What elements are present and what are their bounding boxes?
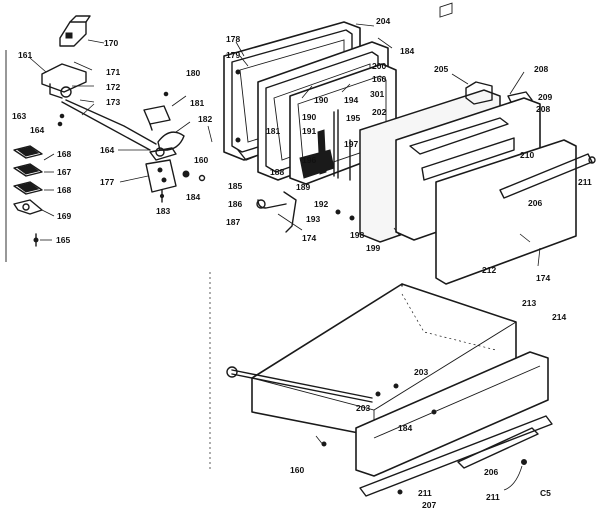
- part-167-switch: [13, 163, 43, 177]
- callout-164b: 164: [100, 145, 114, 155]
- callout-167: 167: [57, 167, 71, 177]
- part-161-latch-bracket: [29, 57, 93, 99]
- callout-213: 213: [522, 298, 536, 308]
- callout-178: 178: [226, 34, 240, 44]
- callout-214: 214: [552, 312, 566, 322]
- callout-190b: 190: [302, 112, 316, 122]
- callout-211c: 211: [486, 492, 500, 502]
- callout-202: 202: [372, 107, 386, 117]
- callout-179: 179: [226, 50, 240, 60]
- callout-172: 172: [106, 82, 120, 92]
- callout-181: 181: [190, 98, 204, 108]
- drawer-assembly-group: [209, 272, 553, 497]
- callout-184c: 184: [398, 423, 412, 433]
- callout-c5: C5: [540, 488, 551, 498]
- callout-208b: 208: [536, 104, 550, 114]
- callout-203b: 203: [356, 403, 370, 413]
- callout-163: 163: [12, 111, 26, 121]
- callout-168b: 168: [57, 185, 71, 195]
- callout-171: 171: [106, 67, 120, 77]
- callout-174a: 174: [302, 233, 316, 243]
- callout-207: 207: [422, 500, 436, 510]
- part-207-bottom-trim: [359, 415, 553, 497]
- callout-169: 169: [57, 211, 71, 221]
- part-160-nut: [182, 170, 206, 182]
- callout-182: 182: [198, 114, 212, 124]
- callout-191: 191: [302, 126, 316, 136]
- callout-183: 183: [156, 206, 170, 216]
- part-211-screw: [503, 459, 527, 491]
- callout-203a: 203: [414, 367, 428, 377]
- part-184-clip: [431, 409, 437, 415]
- callout-160b: 160: [372, 74, 386, 84]
- callout-196: 196: [302, 155, 316, 165]
- left-hardware-group: [5, 15, 206, 262]
- callout-168a: 168: [57, 149, 71, 159]
- callout-205: 205: [434, 64, 448, 74]
- part-195-spring: [333, 109, 351, 181]
- callout-labels: 170 161 171 172 173 163 164 168 167 168 …: [12, 16, 592, 510]
- part-193-screw: [335, 209, 355, 221]
- door-assembly-group: [223, 2, 596, 285]
- callout-164a: 164: [30, 125, 44, 135]
- callout-192: 192: [314, 199, 328, 209]
- callout-209: 209: [538, 92, 552, 102]
- part-169-switch: [13, 199, 43, 215]
- callout-195: 195: [346, 113, 360, 123]
- part-203-screws: [375, 383, 399, 397]
- part-212-door-panel: [435, 139, 577, 285]
- part-181-cam: [157, 131, 185, 151]
- part-187-hinge: [256, 191, 303, 233]
- part-168b-switch: [13, 181, 43, 195]
- callout-301: 301: [370, 89, 384, 99]
- part-183-screw: [159, 189, 165, 203]
- part-206-drawer-handle: [457, 427, 539, 469]
- callout-174b: 174: [536, 273, 550, 283]
- part-214-drawer-front: [355, 351, 549, 477]
- callout-186: 186: [228, 199, 242, 209]
- callout-160a: 160: [194, 155, 208, 165]
- part-177-mounting-plate: [145, 159, 177, 193]
- callout-199: 199: [366, 243, 380, 253]
- callout-184a: 184: [186, 192, 200, 202]
- callout-165: 165: [56, 235, 70, 245]
- leader-lines: [40, 23, 541, 447]
- callout-190a: 190: [314, 95, 328, 105]
- callout-208a: 208: [534, 64, 548, 74]
- callout-206b: 206: [484, 467, 498, 477]
- callout-173: 173: [106, 97, 120, 107]
- callout-194: 194: [344, 95, 358, 105]
- callout-212: 212: [482, 265, 496, 275]
- callout-188: 188: [270, 167, 284, 177]
- callout-193: 193: [306, 214, 320, 224]
- callout-161: 161: [18, 50, 32, 60]
- callout-185: 185: [228, 181, 242, 191]
- callout-198: 198: [350, 230, 364, 240]
- callout-160c: 160: [290, 465, 304, 475]
- part-172-173-link-rod: [57, 85, 157, 151]
- callout-181b: 181: [266, 126, 280, 136]
- callout-197: 197: [344, 139, 358, 149]
- callout-211a: 211: [578, 177, 592, 187]
- part-180-bracket: [143, 91, 171, 131]
- callout-170: 170: [104, 38, 118, 48]
- part-165-screw: [33, 233, 39, 247]
- callout-189: 189: [296, 182, 310, 192]
- callout-210: 210: [520, 150, 534, 160]
- callout-206a: 206: [528, 198, 542, 208]
- callout-200: 200: [372, 61, 386, 71]
- callout-184b: 184: [400, 46, 414, 56]
- callout-211b: 211: [418, 488, 432, 498]
- callout-180: 180: [186, 68, 200, 78]
- part-168-switch: [13, 145, 43, 159]
- callout-187: 187: [226, 217, 240, 227]
- callout-177: 177: [100, 177, 114, 187]
- part-206-handle: [499, 153, 596, 199]
- part-205-top-trim: [465, 81, 493, 105]
- callout-204: 204: [376, 16, 390, 26]
- part-185-hinge: [237, 149, 257, 161]
- part-196-insulation: [299, 129, 335, 179]
- part-170-latch-motor: [59, 15, 105, 47]
